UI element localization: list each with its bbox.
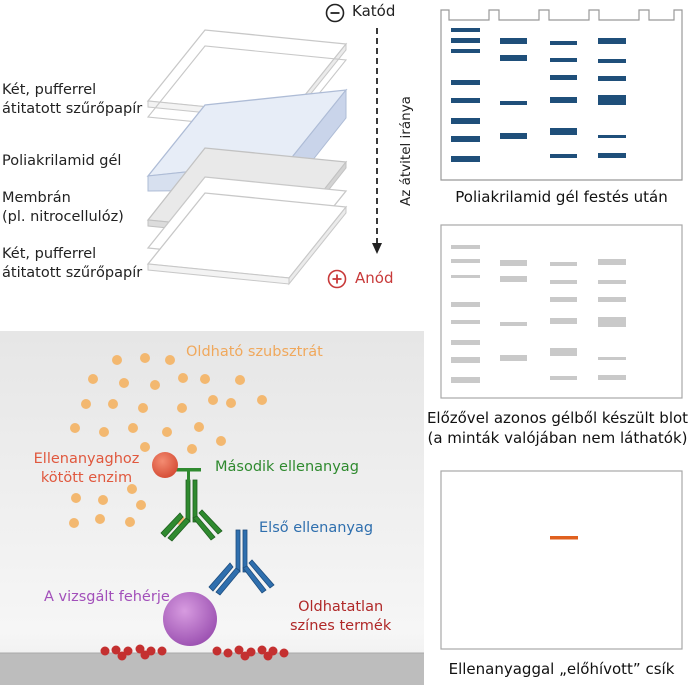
- blot-caption-line: (a minták valójában nem láthatók): [427, 429, 688, 447]
- primary-antibody-label: Első ellenanyag: [259, 520, 374, 536]
- secondary-antibody-label: Második ellenanyag: [215, 459, 359, 475]
- substrate-label: Oldható szubsztrát: [186, 344, 323, 360]
- product-label-line: Oldhatatlan: [298, 599, 384, 615]
- plus-icon: [327, 269, 347, 289]
- layer-label-line: átitatott szűrőpapír: [2, 101, 143, 117]
- developed-membrane-panel: [440, 470, 683, 650]
- layer-label-membrane: Membrán (pl. nitrocellulóz): [2, 189, 124, 227]
- sandwich-stack: [146, 29, 348, 286]
- layer-label-line: (pl. nitrocellulóz): [2, 209, 124, 225]
- secondary-antibody: [160, 479, 223, 542]
- filter-paper-bottom: [146, 176, 348, 286]
- layer-label-filter-bottom: Két, pufferrel átitatott szűrőpapír: [2, 245, 142, 283]
- product-label-line: színes termék: [290, 618, 392, 634]
- layer-label-filter-top: Két, pufferrel átitatott szűrőpapír: [2, 81, 142, 119]
- layer-label-line: Két, pufferrel: [2, 82, 97, 98]
- developed-band: [550, 536, 578, 540]
- blot-bands: [451, 245, 626, 383]
- layer-label-line: átitatott szűrőpapír: [2, 265, 143, 281]
- primary-antibody: [208, 529, 275, 596]
- cathode-label: Katód: [352, 2, 396, 20]
- transfer-direction-label: Az átvitel iránya: [398, 96, 414, 206]
- minus-icon: [325, 3, 345, 23]
- stained-gel-panel: [440, 9, 683, 181]
- product-label: Oldhatatlan színes termék: [290, 598, 391, 636]
- gel-caption: Poliakrilamid gél festés után: [455, 188, 668, 206]
- enzyme-label-line: kötött enzim: [40, 470, 133, 486]
- developed-caption: Ellenanyaggal „előhívott” csík: [448, 660, 675, 678]
- layer-label-gel: Poliakrilamid gél: [2, 152, 121, 171]
- enzyme-label-line: Ellenanyaghoz: [33, 451, 140, 467]
- layer-label-line: Membrán: [2, 190, 71, 206]
- layer-label-line: Poliakrilamid gél: [2, 153, 122, 169]
- transfer-direction-arrow: [372, 28, 382, 254]
- gel-bands: [451, 28, 626, 162]
- enzyme-label: Ellenanyaghoz kötött enzim: [23, 450, 150, 488]
- blot-panel: [440, 224, 683, 399]
- blot-caption-line: Előzővel azonos gélből készült blot: [426, 409, 689, 427]
- product-dots: [100, 644, 289, 661]
- layer-label-line: Két, pufferrel: [2, 246, 97, 262]
- detection-scheme: [0, 331, 424, 685]
- anode-label: Anód: [355, 269, 394, 287]
- enzyme-ball: [152, 452, 178, 478]
- protein-label: A vizsgált fehérje: [44, 589, 170, 605]
- target-protein: [163, 592, 217, 646]
- blot-caption: Előzővel azonos gélből készült blot (a m…: [424, 408, 691, 448]
